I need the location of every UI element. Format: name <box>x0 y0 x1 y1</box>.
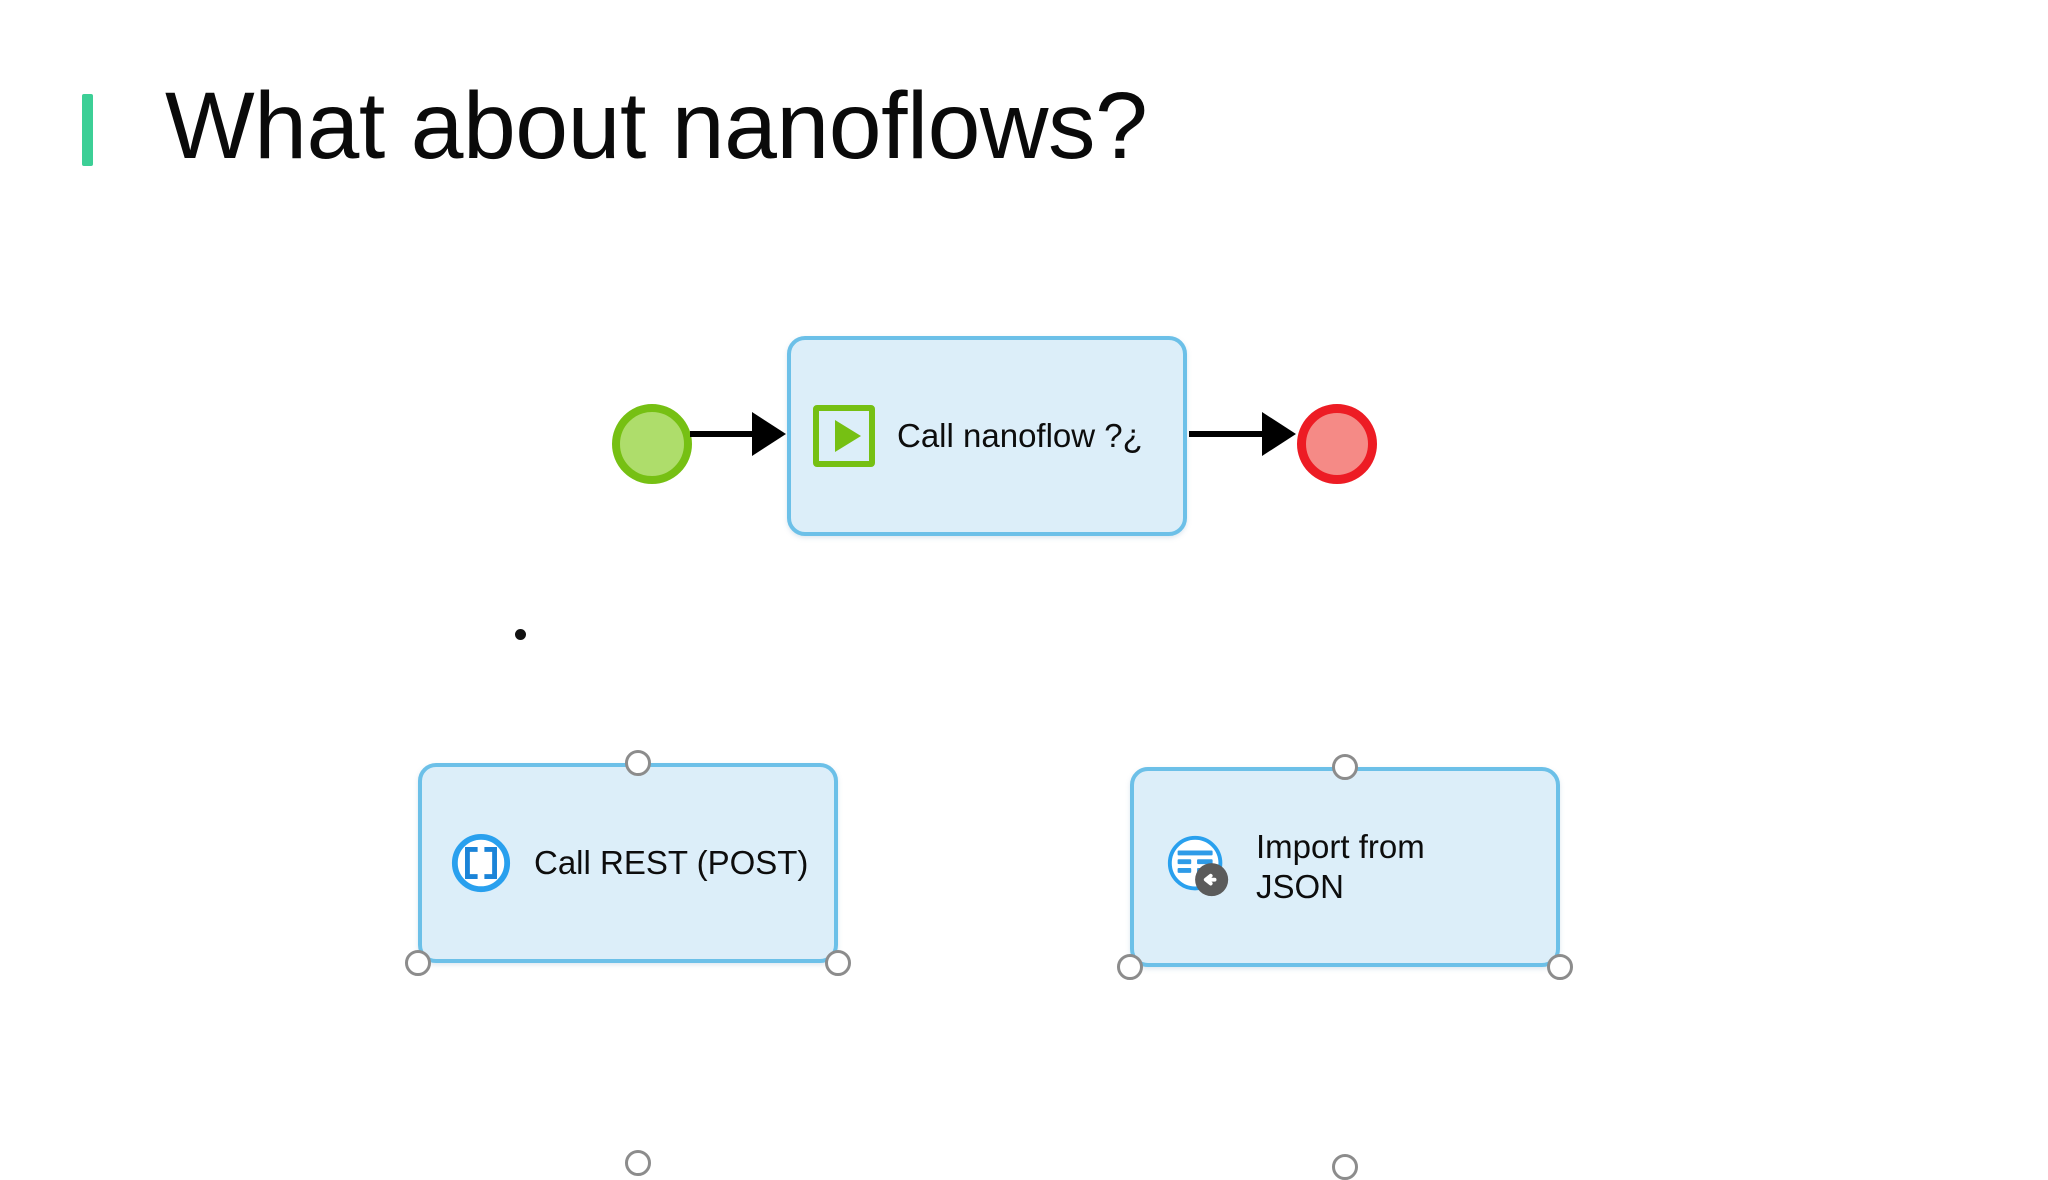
rest-brackets-icon <box>450 832 512 894</box>
slide-title-row: What about nanoflows? <box>82 73 1148 179</box>
start-event[interactable] <box>612 404 692 484</box>
connector-arrowhead-icon <box>752 412 786 456</box>
selection-handle-left[interactable] <box>1117 954 1143 980</box>
import-from-json-activity[interactable]: Import from JSON <box>1130 767 1560 967</box>
call-nanoflow-label: Call nanoflow ?¿ <box>897 416 1143 454</box>
bullet-dot <box>515 629 526 640</box>
import-json-icon <box>1164 832 1234 902</box>
selection-handle-top[interactable] <box>625 750 651 776</box>
connector-nanoflow-to-end[interactable] <box>1189 431 1271 437</box>
page-title: What about nanoflows? <box>165 73 1148 179</box>
connector-arrowhead-icon <box>1262 412 1296 456</box>
call-nanoflow-activity[interactable]: Call nanoflow ?¿ <box>787 336 1187 536</box>
connector-start-to-nanoflow[interactable] <box>690 431 764 437</box>
end-event[interactable] <box>1297 404 1377 484</box>
selection-handle-bottom[interactable] <box>1332 1154 1358 1180</box>
import-json-label: Import from JSON <box>1256 827 1425 905</box>
call-rest-activity[interactable]: Call REST (POST) <box>418 763 838 963</box>
call-rest-label: Call REST (POST) <box>534 843 809 881</box>
selection-handle-left[interactable] <box>405 950 431 976</box>
nanoflow-play-icon <box>813 405 875 467</box>
selection-handle-right[interactable] <box>1547 954 1573 980</box>
selection-handle-bottom[interactable] <box>625 1150 651 1176</box>
selection-handle-right[interactable] <box>825 950 851 976</box>
title-accent-bar <box>82 94 93 166</box>
selection-handle-top[interactable] <box>1332 754 1358 780</box>
